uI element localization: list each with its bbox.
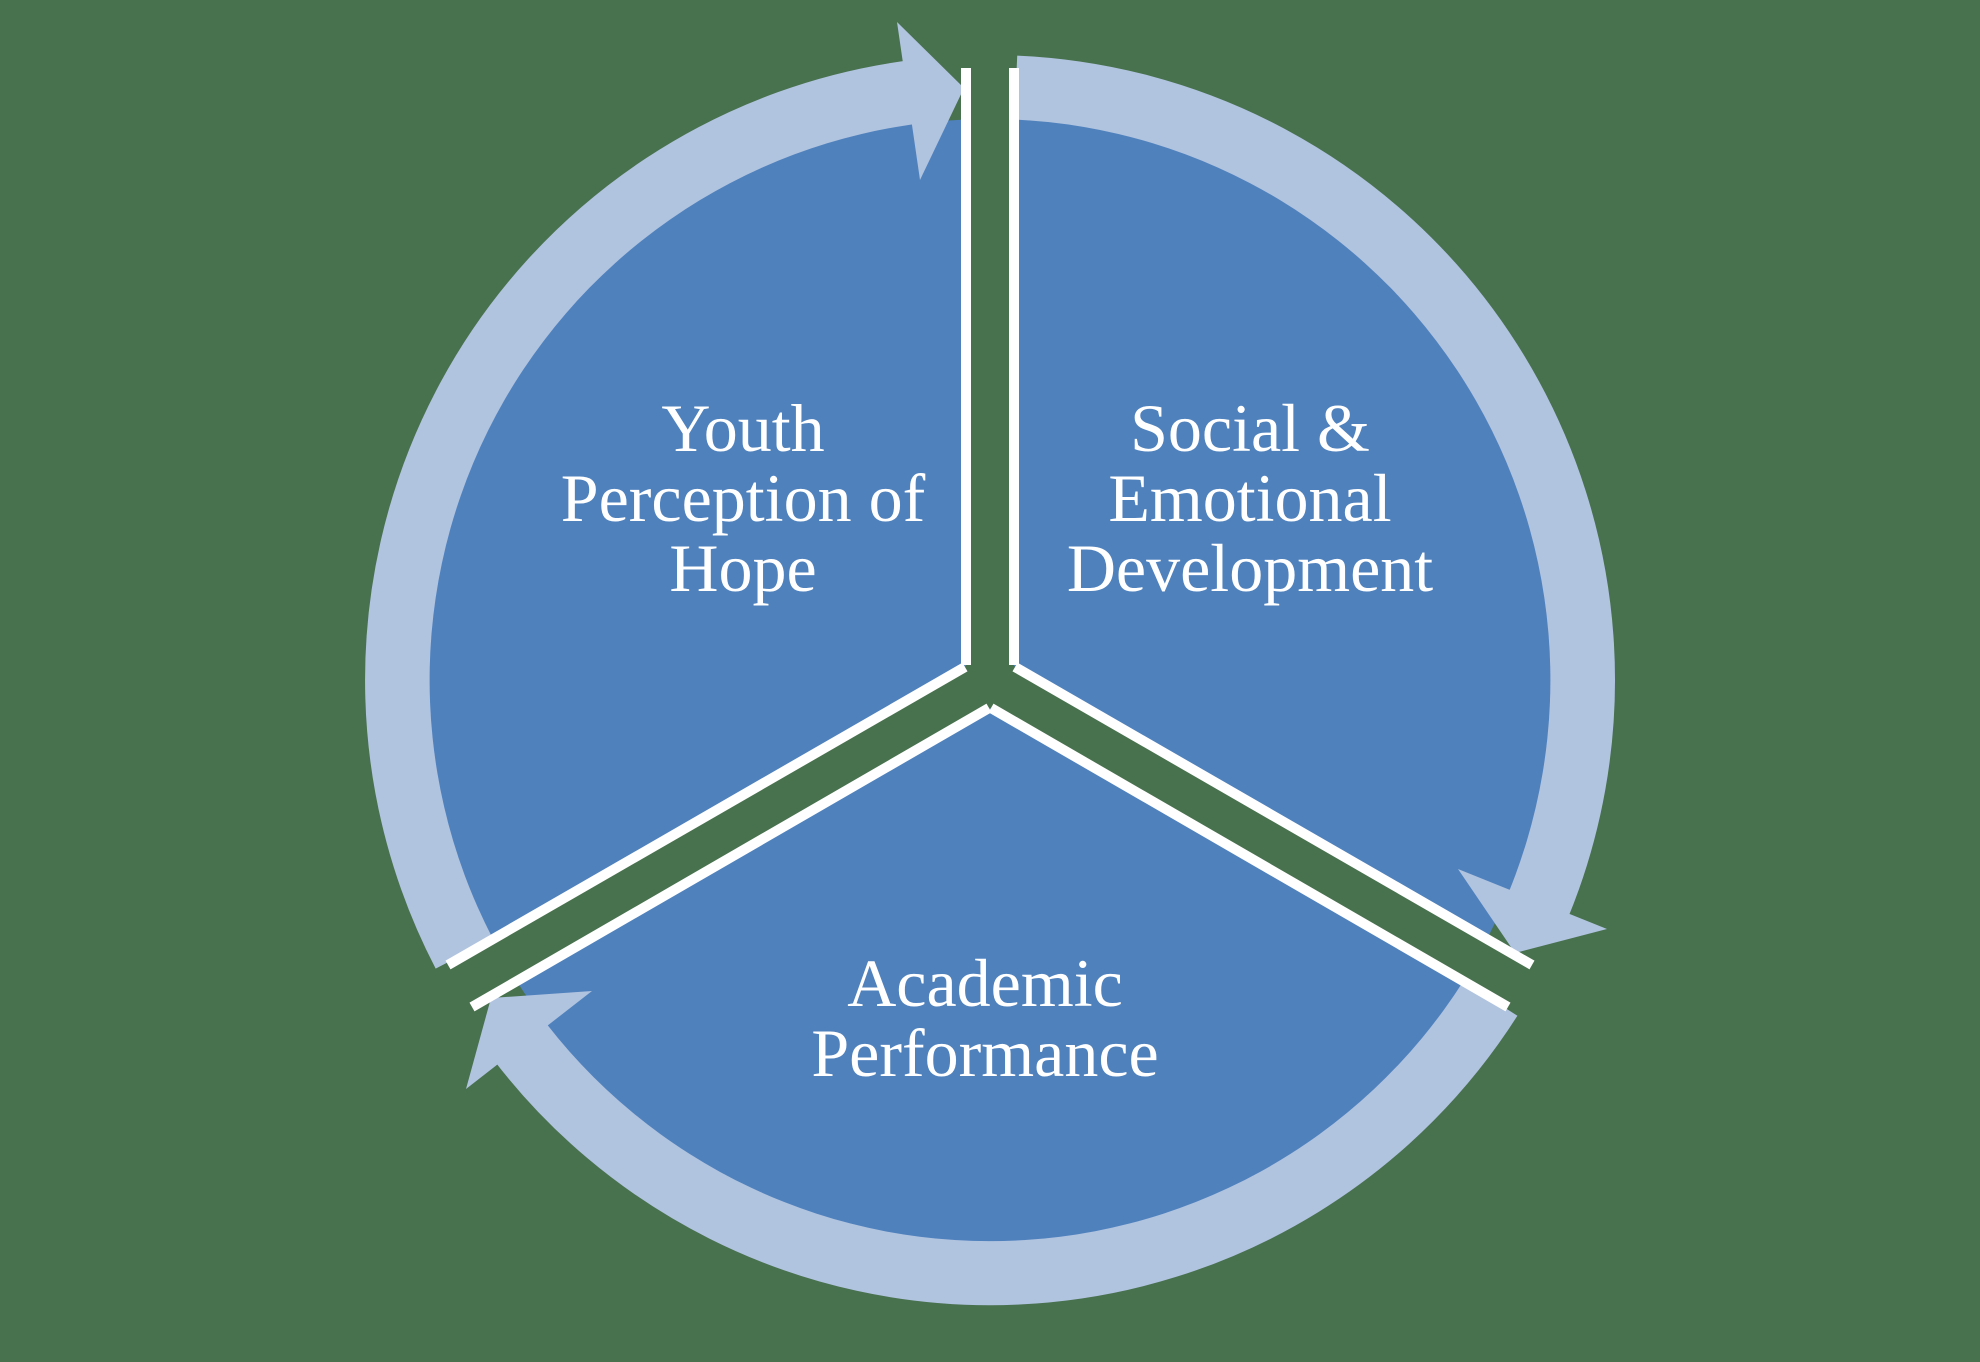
segment-label-line: Social & xyxy=(1130,390,1370,466)
divider-lower-left-a xyxy=(445,662,968,970)
segment-wedge-academic xyxy=(516,708,1464,1242)
segment-label-line: Hope xyxy=(669,530,817,606)
segment-wedge-youth xyxy=(429,119,967,939)
segment-label-social: Social & Emotional Development xyxy=(950,392,1550,604)
segment-dividers xyxy=(445,68,1535,1012)
segment-label-line: Academic xyxy=(847,945,1123,1021)
segment-wedges xyxy=(429,119,1551,1242)
cycle-arrow-band-left xyxy=(365,60,917,969)
divider-lower-right-a xyxy=(988,703,1511,1012)
segment-label-academic: Academic Performance xyxy=(685,947,1285,1089)
segment-label-line: Performance xyxy=(811,1015,1159,1091)
segment-wedge-social xyxy=(1014,119,1551,939)
arrow-head-bottom-left-icon xyxy=(466,991,592,1089)
segment-label-line: Youth xyxy=(661,390,825,466)
divider-lower-left-b xyxy=(469,703,992,1012)
divider-lower-right-b xyxy=(1012,662,1535,970)
segment-label-youth: Youth Perception of Hope xyxy=(443,392,1043,604)
cycle-arrow-ring xyxy=(365,55,1615,1306)
segment-label-line: Perception of xyxy=(560,460,926,536)
cycle-arrow-band-bottom xyxy=(494,980,1518,1306)
segment-label-line: Emotional xyxy=(1108,460,1392,536)
cycle-arrowheads xyxy=(466,22,1607,1089)
arrow-head-top-icon xyxy=(897,22,964,180)
arrow-head-bottom-right-icon xyxy=(1458,869,1607,953)
segment-label-line: Development xyxy=(1066,530,1434,606)
cycle-arrow-band-right xyxy=(1014,55,1615,920)
